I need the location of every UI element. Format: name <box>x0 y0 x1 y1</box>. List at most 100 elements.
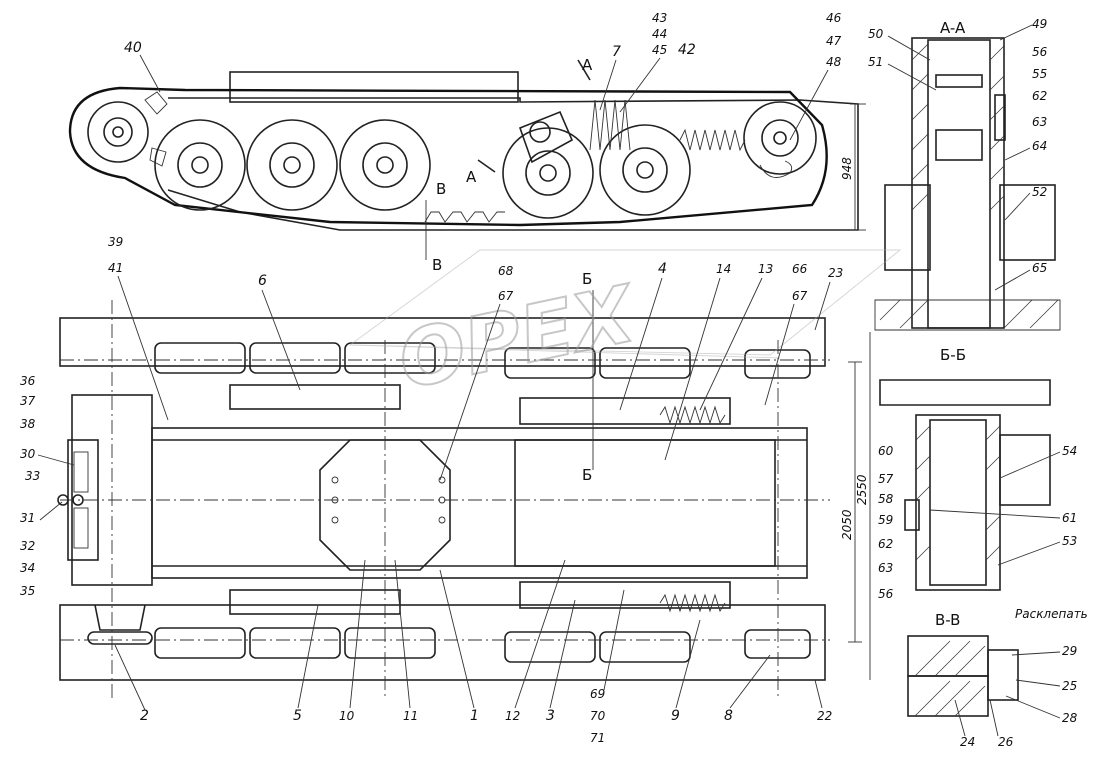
section-bb: Б-Б <box>879 346 1051 591</box>
label-26: 26 <box>998 735 1014 749</box>
dim-2050: 2050 <box>840 509 854 540</box>
label-49: 49 <box>1032 17 1047 31</box>
label-33: 33 <box>25 469 40 483</box>
section-mark-a-top: A <box>582 56 593 74</box>
label-10: 10 <box>339 709 355 723</box>
label-64: 64 <box>1032 139 1047 153</box>
label-65: 65 <box>1032 261 1047 275</box>
label-63a: 63 <box>1032 115 1047 129</box>
label-59: 59 <box>878 513 893 527</box>
label-41: 41 <box>108 261 123 275</box>
label-69: 69 <box>590 687 605 701</box>
note-rasklepat: Расклепать <box>1015 607 1088 621</box>
label-55: 55 <box>1032 67 1047 81</box>
label-4: 4 <box>658 261 667 277</box>
section-mark-v-top: B <box>436 180 446 198</box>
hull-top-box <box>229 71 519 103</box>
rear-sprocket-plan <box>94 604 146 631</box>
dim-2550: 2550 <box>855 474 869 505</box>
right-compartment <box>514 439 776 567</box>
main-frame <box>151 427 808 579</box>
label-48: 48 <box>826 55 842 69</box>
label-56b: 56 <box>878 587 894 601</box>
road-wheel-5 <box>599 124 691 216</box>
label-24: 24 <box>960 735 975 749</box>
label-44: 44 <box>652 27 667 41</box>
plan-wheels-upper <box>154 342 811 425</box>
tension-spring-plan-lower <box>659 593 726 613</box>
label-50: 50 <box>868 27 884 41</box>
label-46: 46 <box>826 11 842 25</box>
label-2: 2 <box>140 708 149 724</box>
label-29: 29 <box>1062 644 1077 658</box>
label-30: 30 <box>20 447 36 461</box>
road-wheel-1 <box>154 119 246 211</box>
label-35: 35 <box>20 584 35 598</box>
plan-wheels-lower <box>154 581 811 663</box>
section-mark-a-bottom: A <box>466 168 477 186</box>
track-band-upper <box>59 317 826 367</box>
tension-spring-plan-upper <box>659 405 726 425</box>
label-23: 23 <box>828 266 843 280</box>
drive-sprocket <box>87 91 168 167</box>
tension-spring-side <box>679 128 746 152</box>
section-vv-title: B-B <box>935 611 960 629</box>
label-51: 51 <box>868 55 883 69</box>
label-67a: 67 <box>498 289 514 303</box>
plan-view: Б Б 2050 2550 <box>59 270 871 700</box>
label-57: 57 <box>878 472 894 486</box>
section-mark-b-bottom: Б <box>582 466 592 484</box>
balancer-arm <box>518 110 574 164</box>
label-12: 12 <box>505 709 520 723</box>
label-8: 8 <box>724 708 733 724</box>
label-66: 66 <box>792 262 808 276</box>
label-42: 42 <box>678 42 696 58</box>
label-11: 11 <box>403 709 418 723</box>
label-43: 43 <box>652 11 667 25</box>
label-54: 54 <box>1062 444 1077 458</box>
label-32: 32 <box>20 539 35 553</box>
label-14: 14 <box>716 262 731 276</box>
label-34: 34 <box>20 561 35 575</box>
label-28: 28 <box>1062 711 1078 725</box>
label-40: 40 <box>124 40 142 56</box>
label-60: 60 <box>878 444 894 458</box>
section-bb-title: Б-Б <box>940 346 966 364</box>
track-outline <box>68 86 828 227</box>
label-62b: 62 <box>878 537 893 551</box>
label-52: 52 <box>1032 185 1047 199</box>
label-58: 58 <box>878 492 894 506</box>
road-wheel-2 <box>246 119 338 211</box>
callout-labels: 40 7 43 44 45 42 46 47 48 39 41 36 37 38… <box>20 11 1078 749</box>
label-5: 5 <box>293 708 302 724</box>
label-3: 3 <box>546 708 555 724</box>
label-53: 53 <box>1062 534 1077 548</box>
torsion-spring-side <box>589 99 631 151</box>
label-31: 31 <box>20 511 35 525</box>
label-63b: 63 <box>878 561 893 575</box>
label-13: 13 <box>758 262 773 276</box>
section-mark-b-top: Б <box>582 270 592 288</box>
label-38: 38 <box>20 417 36 431</box>
label-68: 68 <box>498 264 514 278</box>
label-7: 7 <box>612 44 621 60</box>
label-25: 25 <box>1062 679 1077 693</box>
section-aa: A-A <box>874 19 1061 331</box>
label-1: 1 <box>470 708 479 724</box>
label-47: 47 <box>826 34 842 48</box>
road-wheel-3 <box>339 119 431 211</box>
watermark-text: OPEX <box>391 269 645 407</box>
central-octagon <box>319 439 451 571</box>
section-mark-v-bottom: B <box>432 256 442 274</box>
label-36: 36 <box>20 374 36 388</box>
label-39: 39 <box>108 235 123 249</box>
label-56a: 56 <box>1032 45 1048 59</box>
idler-wheel <box>743 101 817 178</box>
track-band-lower <box>59 604 826 681</box>
label-67b: 67 <box>792 289 808 303</box>
section-vv: B-B Расклепать <box>907 607 1088 717</box>
track-link-detail <box>424 211 505 223</box>
label-9: 9 <box>671 708 680 724</box>
label-22: 22 <box>817 709 832 723</box>
